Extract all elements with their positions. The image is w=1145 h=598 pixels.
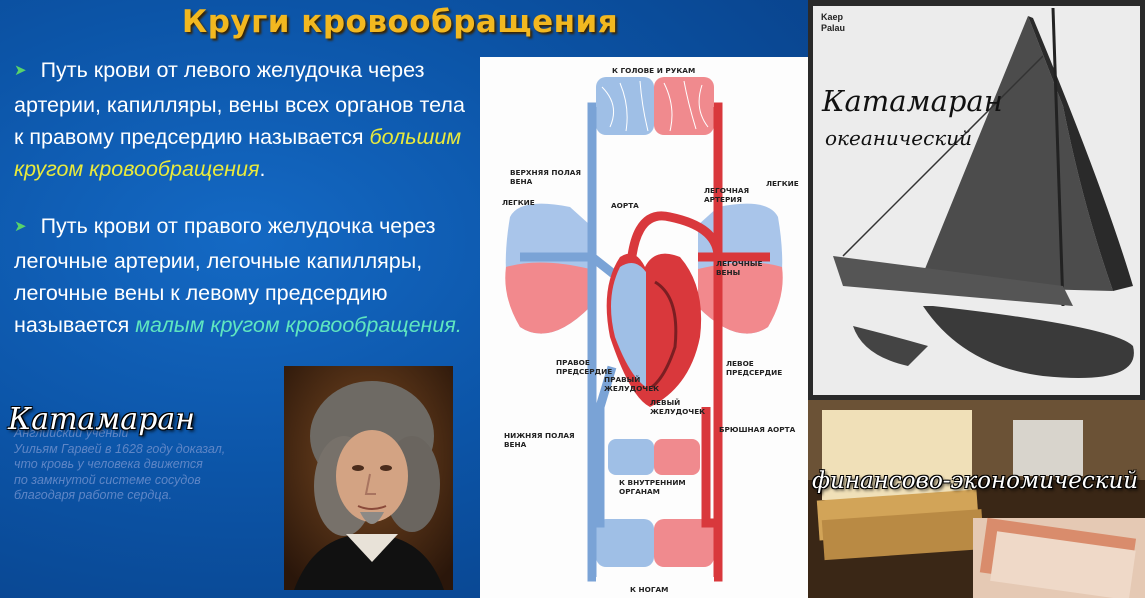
label-pulmonary-veins: ЛЕГОЧНЫЕ ВЕНЫ — [716, 259, 763, 277]
label-superior-vena-cava: ВЕРХНЯЯ ПОЛАЯ ВЕНА — [510, 168, 582, 186]
arteries — [625, 102, 770, 582]
bullet-arrow-icon: ➤ — [14, 218, 27, 235]
financial-catamaran-panel — [808, 400, 1145, 598]
pulmonary-circle-term: малым кругом кровообращения. — [135, 313, 462, 337]
harvey-portrait — [284, 366, 453, 590]
ocean-catamaran-title: Катамаран — [822, 84, 1003, 118]
paragraph-pulmonary-text: Путь крови от правого желудочка через ле… — [14, 214, 436, 337]
money-photo — [808, 400, 1145, 598]
label-aorta: АОРТА — [611, 201, 639, 210]
label-lungs-left: ЛЕГКИЕ — [502, 198, 535, 207]
label-pulmonary-artery: ЛЕГОЧНАЯ АРТЕРИЯ — [704, 186, 750, 204]
paragraph-pulmonary: ➤Путь крови от правого желудочка через л… — [14, 210, 479, 341]
circulation-diagram: К ГОЛОВЕ И РУКАМ ВЕРХНЯЯ ПОЛАЯ ВЕНА АОРТ… — [480, 57, 808, 598]
label-left-ventricle: ЛЕВЫЙ ЖЕЛУДОЧЕК — [650, 398, 706, 416]
label-to-legs: К НОГАМ — [630, 585, 669, 594]
slide-title: Круги кровообращения — [181, 4, 619, 40]
harvey-caption: Английский ученый Уильям Гарвей в 1628 г… — [14, 426, 226, 502]
label-lungs-right: ЛЕГКИЕ — [766, 179, 799, 188]
label-right-ventricle: ПРАВЫЙ ЖЕЛУДОЧЕК — [604, 375, 660, 393]
financial-catamaran-title: Катамаран — [8, 402, 196, 437]
ocean-catamaran-photo — [833, 7, 1134, 378]
label-to-organs: К ВНУТРЕННИМ ОРГАНАМ — [619, 478, 686, 496]
ocean-catamaran-panel: Kaep Palau Катамаран океанический — [808, 0, 1145, 400]
bullet-arrow-icon: ➤ — [14, 62, 27, 79]
paragraph-systemic: ➤Путь крови от левого желудочка через ар… — [14, 54, 479, 185]
label-left-atrium: ЛЕВОЕ ПРЕДСЕРДИЕ — [726, 359, 783, 377]
ocean-catamaran-subtitle: океанический — [825, 126, 972, 150]
label-right-atrium: ПРАВОЕ ПРЕДСЕРДИЕ — [556, 358, 613, 376]
systemic-circle-term: большим кругом кровообращения — [14, 125, 462, 181]
organs-capillary-bed — [608, 439, 700, 475]
label-inferior-vena-cava: НИЖНЯЯ ПОЛАЯ ВЕНА — [504, 431, 575, 449]
heart — [606, 253, 702, 407]
label-to-head: К ГОЛОВЕ И РУКАМ — [612, 66, 696, 75]
legs-capillary-bed — [596, 519, 714, 567]
head-capillary-bed — [596, 77, 714, 135]
label-abdominal-aorta: БРЮШНАЯ АОРТА — [719, 425, 796, 434]
left-lung-capillary-bed — [505, 203, 590, 334]
paragraph-systemic-end: . — [259, 157, 266, 181]
paragraph-systemic-text: Путь крови от левого желудочка через арт… — [14, 58, 465, 149]
financial-catamaran-subtitle: финансово-экономический — [812, 468, 1139, 494]
ocean-catamaran-caption: Kaep Palau — [821, 12, 846, 33]
